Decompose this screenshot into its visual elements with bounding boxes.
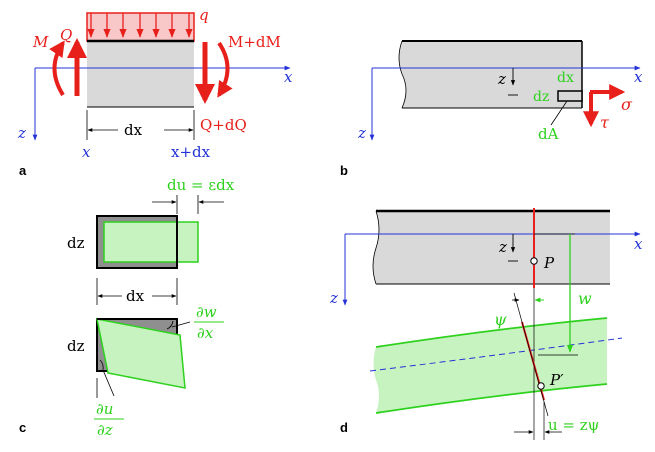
x-plus-dx-position-label: x+dx <box>171 143 211 161</box>
beam-break-line-b <box>398 40 407 109</box>
du-dz-leader <box>102 369 115 397</box>
rotated-section-extension <box>513 292 549 417</box>
point-P-label: P <box>543 254 555 272</box>
deformed-beam-d <box>373 318 607 413</box>
point-P <box>530 257 538 265</box>
point-P-prime-label: P′ <box>549 371 564 389</box>
z-dim-label-b: z <box>497 70 506 88</box>
dz-label-bottom: dz <box>67 337 85 355</box>
beam-break-line-d <box>372 210 380 285</box>
dx-denominator: ∂x <box>197 324 214 342</box>
distributed-load-arrows <box>87 13 193 38</box>
dw-numerator: ∂w <box>196 303 217 321</box>
panel-b-label: b <box>340 163 348 178</box>
psi-label: ψ <box>494 310 507 329</box>
u-equation-label: u = zψ <box>548 416 599 434</box>
panel-a-label: a <box>19 163 27 178</box>
dA-leader-line <box>550 100 568 126</box>
moment-right-label: M+dM <box>228 33 281 51</box>
dA-label: dA <box>538 125 559 143</box>
x-axis-label-b: x <box>634 68 643 86</box>
panel-d-label: d <box>340 420 348 435</box>
shear-force-left-label: Q <box>60 26 72 44</box>
z-dim-label-d: z <box>498 238 507 256</box>
du-numerator: ∂u <box>96 400 113 418</box>
deformed-beam-top-edge <box>375 317 608 348</box>
sigma-label: σ <box>621 95 633 114</box>
point-P-prime <box>537 382 545 390</box>
beam-section-b <box>399 41 582 108</box>
dw-dx-leader <box>171 321 191 328</box>
panel-c-label: c <box>19 420 26 435</box>
undeformed-beam-d <box>373 211 610 284</box>
shear-angle-arc-bottom <box>99 359 104 371</box>
w-label: w <box>578 289 592 308</box>
beam-element-a <box>87 41 194 107</box>
load-q-label: q <box>199 6 209 24</box>
tau-label: τ <box>600 113 610 132</box>
x-axis-label-a: x <box>284 68 293 86</box>
panel-c: du = εdx dz dx dz ∂w ∂x ∂u ∂z c <box>19 176 235 439</box>
deformed-beam-bottom-edge <box>375 383 608 414</box>
deformed-element-bottom <box>96 318 186 389</box>
z-axis-label-a: z <box>17 124 26 142</box>
moment-right-arrow <box>217 41 233 98</box>
dz-label-top: dz <box>67 234 85 252</box>
panel-b: x z z dx dz dA σ τ b <box>340 40 643 178</box>
dim-dx-label-c: dx <box>126 287 145 305</box>
shear-angle-arc-top <box>166 320 174 330</box>
x-position-label: x <box>82 143 91 161</box>
dx-label-b: dx <box>557 70 574 86</box>
moment-left-label: M <box>32 33 49 51</box>
dim-dx-label-a: dx <box>124 121 143 139</box>
du-equation-label: du = εdx <box>167 176 235 194</box>
shear-force-right-label: Q+dQ <box>200 116 247 134</box>
panel-d: x z z P w P′ ψ u = <box>329 208 643 440</box>
panel-a: q x z Q M Q+dQ M+dM dx x x+dx a <box>17 6 293 178</box>
z-axis-label-d: z <box>329 289 338 307</box>
dz-denominator: ∂z <box>97 421 113 439</box>
deformed-neutral-axis <box>369 337 623 372</box>
z-axis-label-b: z <box>357 124 366 142</box>
moment-left-arrow <box>49 40 65 97</box>
dz-label-b: dz <box>533 89 549 105</box>
x-axis-label-d: x <box>634 235 643 253</box>
area-element-dA <box>557 90 583 102</box>
deformed-element-top <box>103 221 199 263</box>
